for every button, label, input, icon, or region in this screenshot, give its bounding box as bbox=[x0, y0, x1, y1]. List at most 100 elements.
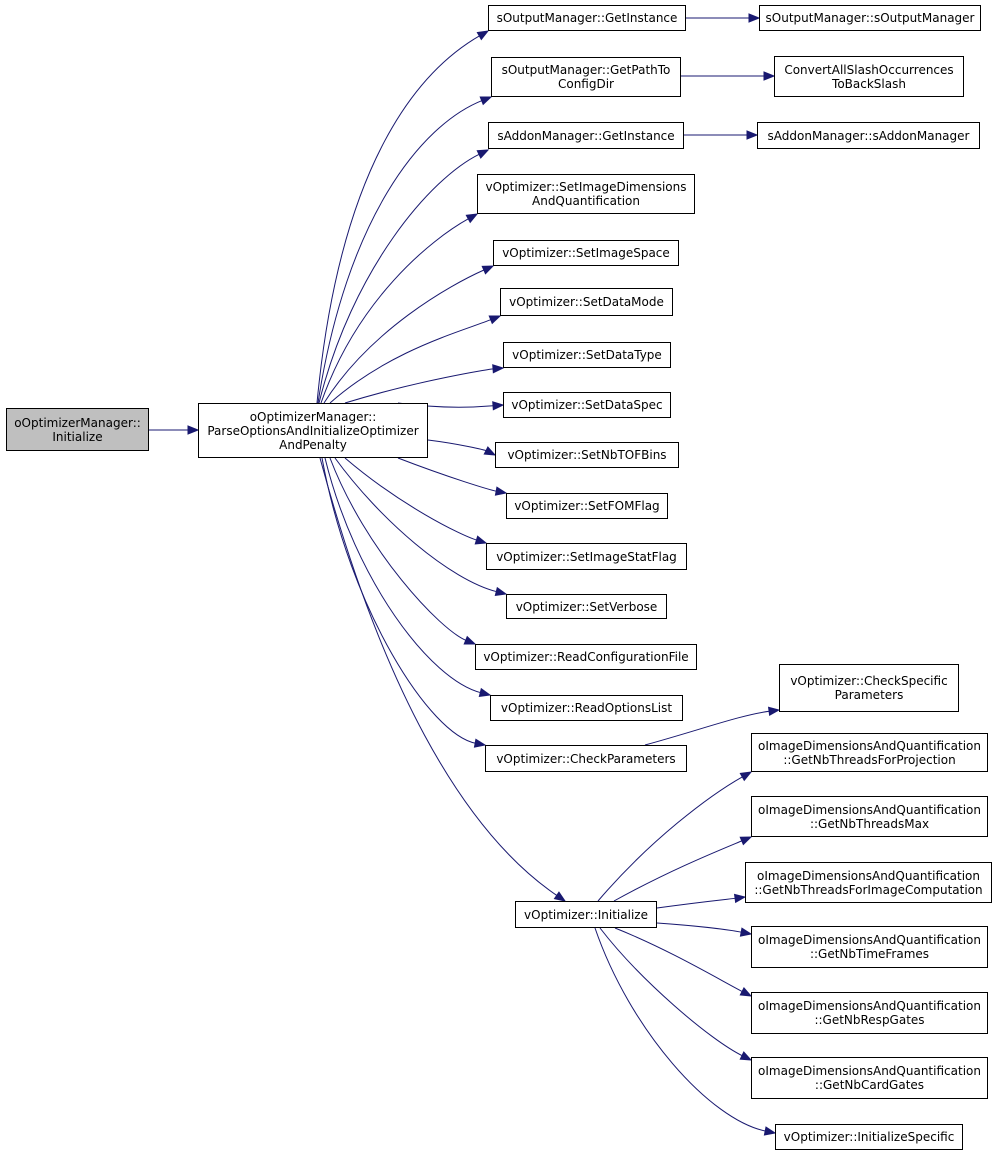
edge-parse-to-setverbose bbox=[334, 457, 498, 593]
arrowhead-icon bbox=[187, 425, 200, 435]
node-label-line: ::GetNbTimeFrames bbox=[809, 947, 930, 961]
node-label-line: vOptimizer::SetNbTOFBins bbox=[507, 448, 667, 462]
node-label-line: vOptimizer::SetDataMode bbox=[509, 295, 664, 309]
arrowhead-icon bbox=[465, 213, 479, 224]
arrowhead-icon bbox=[553, 891, 567, 902]
node-thr-max[interactable]: oImageDimensionsAndQuantification::GetNb… bbox=[751, 796, 988, 837]
edge-vinit-to-thr-max bbox=[613, 840, 743, 902]
node-label-line: vOptimizer::SetFOMFlag bbox=[514, 499, 660, 513]
node-setimgstat[interactable]: vOptimizer::SetImageStatFlag bbox=[486, 543, 687, 570]
node-respgates[interactable]: oImageDimensionsAndQuantification::GetNb… bbox=[751, 992, 988, 1034]
node-thr-proj[interactable]: oImageDimensionsAndQuantification::GetNb… bbox=[751, 733, 988, 772]
node-label-line: vOptimizer::InitializeSpecific bbox=[783, 1130, 955, 1144]
arrowhead-icon bbox=[488, 315, 502, 325]
node-om-getinst[interactable]: sOutputManager::GetInstance bbox=[488, 5, 686, 31]
edge-parse-to-readcfg bbox=[329, 457, 467, 642]
node-label-line: vOptimizer::Initialize bbox=[524, 907, 648, 922]
node-label-line: vOptimizer::SetVerbose bbox=[515, 599, 658, 614]
node-timeframes[interactable]: oImageDimensionsAndQuantification::GetNb… bbox=[751, 926, 988, 968]
node-parse[interactable]: oOptimizerManager::ParseOptionsAndInitia… bbox=[198, 403, 428, 458]
node-label-line: sOutputManager::GetInstance bbox=[496, 11, 678, 25]
node-am-ctor[interactable]: sAddonManager::sAddonManager bbox=[757, 122, 980, 149]
node-thr-img[interactable]: oImageDimensionsAndQuantification::GetNb… bbox=[745, 862, 992, 903]
arrowhead-icon bbox=[748, 13, 761, 23]
node-readcfg[interactable]: vOptimizer::ReadConfigurationFile bbox=[475, 644, 697, 670]
edge-parse-to-am-getinst bbox=[318, 153, 481, 404]
arrowhead-icon bbox=[763, 1126, 777, 1136]
node-initspec[interactable]: vOptimizer::InitializeSpecific bbox=[775, 1124, 963, 1150]
node-label-line: ::GetNbThreadsMax bbox=[809, 816, 930, 831]
node-setimgspace[interactable]: vOptimizer::SetImageSpace bbox=[493, 240, 679, 266]
node-label-line: AndPenalty bbox=[279, 437, 347, 452]
arrowhead-icon bbox=[483, 446, 497, 456]
edge-parse-to-setfom bbox=[397, 457, 498, 492]
arrowhead-icon bbox=[492, 401, 505, 411]
arrowhead-icon bbox=[733, 893, 747, 904]
edge-vinit-to-thr-img bbox=[656, 897, 737, 909]
node-checkparams[interactable]: vOptimizer::CheckParameters bbox=[485, 745, 687, 772]
edge-parse-to-setimgdim bbox=[320, 217, 470, 404]
arrowhead-icon bbox=[476, 30, 490, 41]
node-label-line: vOptimizer::SetImageDimensions bbox=[485, 180, 687, 194]
node-setdatamode[interactable]: vOptimizer::SetDataMode bbox=[500, 288, 673, 316]
node-label-line: sAddonManager::GetInstance bbox=[497, 128, 675, 143]
arrowhead-icon bbox=[746, 130, 759, 140]
arrowhead-icon bbox=[463, 635, 477, 645]
edge-parse-to-setimgstat bbox=[344, 457, 478, 541]
arrowhead-icon bbox=[739, 771, 753, 782]
edge-vinit-to-respgates bbox=[614, 927, 744, 993]
arrowhead-icon bbox=[494, 486, 508, 496]
node-label-line: oImageDimensionsAndQuantification bbox=[758, 802, 981, 817]
arrowhead-icon bbox=[478, 687, 492, 698]
arrowhead-icon bbox=[739, 836, 753, 846]
node-label-line: Initialize bbox=[52, 429, 103, 444]
arrowhead-icon bbox=[473, 738, 487, 748]
node-setnbtof[interactable]: vOptimizer::SetNbTOFBins bbox=[495, 442, 679, 468]
node-setverbose[interactable]: vOptimizer::SetVerbose bbox=[506, 594, 667, 619]
node-setdatatype[interactable]: vOptimizer::SetDataType bbox=[503, 342, 671, 368]
edge-parse-to-setdatatype bbox=[344, 368, 495, 404]
node-root[interactable]: oOptimizerManager::Initialize bbox=[6, 408, 149, 451]
node-label-line: ConfigDir bbox=[557, 77, 614, 91]
node-label-line: ::GetNbRespGates bbox=[814, 1013, 925, 1027]
node-readopts[interactable]: vOptimizer::ReadOptionsList bbox=[490, 695, 683, 721]
node-setdataspec[interactable]: vOptimizer::SetDataSpec bbox=[503, 392, 671, 418]
edge-parse-to-setimgspace bbox=[323, 269, 485, 404]
node-label-line: vOptimizer::SetDataType bbox=[512, 348, 662, 362]
node-vinit[interactable]: vOptimizer::Initialize bbox=[515, 901, 657, 928]
edge-parse-to-om-getinst bbox=[316, 35, 481, 404]
edge-vinit-to-thr-proj bbox=[597, 775, 744, 902]
edge-parse-to-vinit bbox=[319, 457, 558, 897]
arrowhead-icon bbox=[739, 986, 753, 997]
arrowhead-icon bbox=[492, 364, 505, 374]
node-label-line: AndQuantification bbox=[532, 194, 640, 208]
arrowhead-icon bbox=[763, 71, 776, 81]
node-setfom[interactable]: vOptimizer::SetFOMFlag bbox=[506, 493, 668, 519]
arrowhead-icon bbox=[739, 1051, 753, 1061]
node-label-line: sOutputManager::GetPathTo bbox=[501, 63, 671, 77]
node-label-line: vOptimizer::ReadConfigurationFile bbox=[483, 650, 689, 664]
node-om-ctor[interactable]: sOutputManager::sOutputManager bbox=[759, 5, 981, 31]
edge-parse-to-setdatamode bbox=[329, 318, 492, 404]
edge-vinit-to-cardgates bbox=[599, 927, 744, 1057]
edge-parse-to-om-cfgdir bbox=[317, 99, 483, 404]
node-cardgates[interactable]: oImageDimensionsAndQuantification::GetNb… bbox=[751, 1057, 988, 1099]
arrowhead-icon bbox=[481, 265, 495, 275]
node-label-line: ::GetNbCardGates bbox=[814, 1078, 925, 1092]
node-label-line: vOptimizer::SetImageStatFlag bbox=[496, 549, 677, 564]
node-am-getinst[interactable]: sAddonManager::GetInstance bbox=[488, 122, 684, 149]
edge-vinit-to-initspec bbox=[594, 927, 767, 1132]
node-label-line: ::GetNbThreadsForProjection bbox=[783, 752, 956, 767]
arrowhead-icon bbox=[494, 586, 508, 597]
node-label-line: ToBackSlash bbox=[832, 76, 906, 91]
node-label-line: oImageDimensionsAndQuantification bbox=[758, 1064, 981, 1078]
node-label-line: ConvertAllSlashOccurrences bbox=[784, 62, 954, 77]
node-label-line: oOptimizerManager:: bbox=[14, 415, 141, 430]
node-label-line: vOptimizer::SetImageSpace bbox=[502, 246, 670, 260]
node-label-line: sAddonManager::sAddonManager bbox=[767, 128, 970, 143]
node-label-line: oImageDimensionsAndQuantification bbox=[758, 933, 981, 947]
